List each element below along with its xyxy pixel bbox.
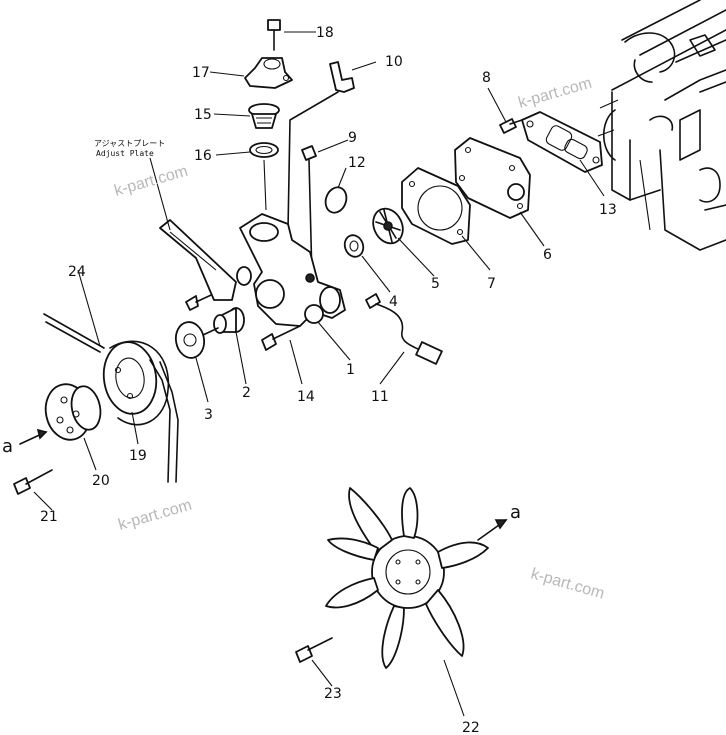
part-10-sensor [287, 61, 355, 231]
part-23-bolt [295, 637, 333, 663]
callout-11: 11 [371, 389, 389, 405]
part-19-crank-pulley [102, 340, 170, 426]
part-4-seal [343, 234, 365, 258]
callout-10: 10 [385, 54, 403, 70]
callout-18: 18 [316, 25, 334, 41]
watermark: k-part.com [116, 497, 193, 534]
part-14-bolt [261, 325, 301, 351]
callout-2: 2 [242, 385, 251, 401]
adjust-bolt [185, 295, 199, 311]
part-12-o-ring [324, 186, 348, 214]
part-21-bolt [13, 469, 53, 495]
part-11-harness [365, 293, 443, 365]
callout-1: 1 [346, 362, 355, 378]
callout-9: 9 [348, 130, 357, 146]
callout-12: 12 [348, 155, 366, 171]
part-3-pulley [174, 321, 219, 359]
callout-7: 7 [487, 276, 496, 292]
part-18-bolt [267, 19, 281, 51]
view-arrow-left-head [36, 428, 48, 440]
callout-13: 13 [599, 202, 617, 218]
part-7-gasket [401, 167, 471, 245]
adjust-plate-label-jp: アジャストプレート [94, 139, 165, 148]
view-marker-fan: a [510, 502, 521, 523]
callout-3: 3 [204, 407, 213, 423]
part-6-cover-plate [454, 137, 531, 219]
callout-5: 5 [431, 276, 440, 292]
adjust-plate [159, 219, 237, 301]
part-5-impeller [372, 207, 404, 245]
part-22-fan [325, 487, 489, 669]
engine-block [597, 0, 726, 251]
view-arrow-fan-head [494, 519, 508, 530]
callout-6: 6 [543, 247, 552, 263]
callout-15: 15 [194, 107, 212, 123]
part-13-gasket-plate [521, 111, 603, 173]
callout-23: 23 [324, 686, 342, 702]
view-marker-left: a [2, 436, 13, 457]
watermark: k-part.com [112, 163, 189, 200]
callout-4: 4 [389, 294, 398, 310]
leader-lines [33, 31, 605, 717]
callout-21: 21 [40, 509, 58, 525]
part-17-water-outlet [244, 57, 293, 89]
part-1-water-pump-body [239, 213, 346, 327]
part-20-damper [44, 383, 102, 441]
watermark: k-part.com [516, 75, 593, 112]
part-24-v-belt [43, 313, 179, 483]
callout-19: 19 [129, 448, 147, 464]
callout-16: 16 [194, 148, 212, 164]
part-15-thermostat [248, 103, 280, 129]
watermark: k-part.com [529, 566, 606, 603]
callout-14: 14 [297, 389, 315, 405]
part-8-bolt [499, 118, 523, 134]
part-2-idler [213, 266, 252, 334]
callout-8: 8 [482, 70, 491, 86]
callout-24: 24 [68, 264, 86, 280]
adjust-plate-label-en: Adjust Plate [96, 149, 154, 158]
callout-17: 17 [192, 65, 210, 81]
callout-22: 22 [462, 720, 480, 735]
callout-20: 20 [92, 473, 110, 489]
part-16-seal-ring [249, 142, 279, 211]
